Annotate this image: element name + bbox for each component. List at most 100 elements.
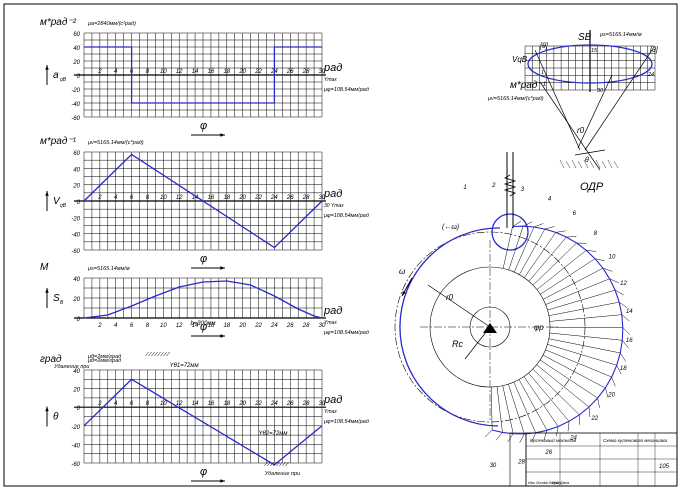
odr-axis-s: SB [578,32,592,43]
cam-tangent [523,221,533,227]
x-tick-label: 8 [146,69,150,75]
cam-point-label: 14 [626,309,633,315]
x-tick-label: 16 [208,195,215,201]
phi-arrow-head [220,133,225,137]
cam-point-label: 6 [573,211,577,217]
y-tick-label: -40 [71,233,80,239]
cam-point-label: 28 [517,459,525,465]
mu-y-label-angle: μθ=2мм/град [87,354,121,360]
x-tick-label: 30 [319,323,326,329]
tb-row-label: № докум. [544,481,559,485]
x-tick-label: 4 [114,69,118,75]
y-axis-arrow-head [45,191,49,196]
odr-title: ОДР [580,181,604,193]
cam-ray [524,232,556,278]
y-axis-arrow-head [45,65,49,70]
hatch [276,461,280,467]
cam-tangent [544,226,555,230]
y-tick-label: 20 [72,60,80,66]
x-tick-label: 4 [114,195,118,201]
cam-ray [490,386,493,430]
odr-hatch [565,160,571,169]
cam-point-label: 10 [609,254,616,260]
odr-bracket-right: [θ] [649,47,659,54]
curve-displacement [83,280,323,319]
x-tick-label: 20 [238,323,246,329]
x-note-label: Ymax [324,320,337,326]
cam-ray [543,268,604,300]
x-tick-label: 10 [160,323,167,329]
x-tick-label: 22 [254,195,262,201]
cam-ray [548,301,620,316]
cam-ray [518,379,548,431]
x-tick-label: 4 [114,323,118,329]
cam-ray [502,226,513,269]
odr-unit-label: м*рад⁻¹ [510,80,547,91]
unit-label: м*рад⁻² [40,17,77,28]
phi-r-label: φр [534,323,544,332]
cam-tangent [622,340,629,349]
odr-base [574,149,606,156]
cam-point-label: 1 [463,185,466,191]
x-tick-label: 30 [319,195,326,201]
x-tick-label: 26 [286,69,294,75]
rp-line [427,284,491,328]
cam-ray [536,364,590,408]
x-tick-label: 20 [238,195,246,201]
hatch [145,351,149,357]
x-tick-label: 20 [238,401,246,407]
y-tick-label: 0 [77,74,81,80]
cam-point-label: 26 [544,450,552,456]
unit-label: град [40,354,62,365]
x-tick-label: 22 [254,69,262,75]
phi-arrow-head [220,479,225,483]
odr-hatch [601,160,607,169]
odr-hatch [559,159,565,169]
y-tick-label: 60 [73,151,80,157]
follower-roller [491,213,529,251]
y-tick-label: -40 [71,443,80,449]
cam-ray [532,368,580,415]
cam-tangent [586,250,597,252]
y-note-bottom: Yθ2=72мм [259,431,288,437]
rotation-arrow-head [402,291,406,296]
odr-line-b [539,81,601,171]
hatch [148,351,152,357]
spring [503,174,517,197]
cam-ray [532,242,577,286]
cam-point-label: 4 [548,196,552,202]
odr-mu-s: μs=5165.14мм/м [599,32,642,38]
unit-label: м*рад⁻¹ [40,136,77,147]
x-note-label: Ymax [324,409,337,415]
cam-tangent [605,387,609,398]
cam-tangent [533,223,544,228]
x-note-label: Ymax [324,77,337,83]
phi-arrow-head [220,266,225,270]
cam-tangent [594,258,605,262]
cam-point-label: 24 [569,435,577,441]
cam-point-label: 12 [620,281,627,287]
odr-tangent-left [534,49,581,151]
cam-tangent [621,314,630,322]
b-note: b=300мм [190,321,215,327]
x-unit-label: рад [323,62,342,74]
unit-label: М [40,262,49,273]
cam-ray [545,349,612,378]
x-tick-label: 28 [302,401,310,407]
hatch [279,461,283,467]
y-tick-label: -20 [71,425,80,431]
cam-tangent [495,432,503,441]
cam-ray [540,258,596,295]
rotation-label-top: (←ω) [442,224,459,231]
odr-axis-v: VqB [512,55,528,64]
phi-label: φ [200,321,207,333]
cam-point-label: 18 [620,366,627,372]
hatch [270,461,274,467]
x-tick-label: 8 [146,401,150,407]
bottom-note: Удаление при [264,471,300,477]
tb-row-label: Изм. [528,481,535,485]
hatch [267,461,271,467]
